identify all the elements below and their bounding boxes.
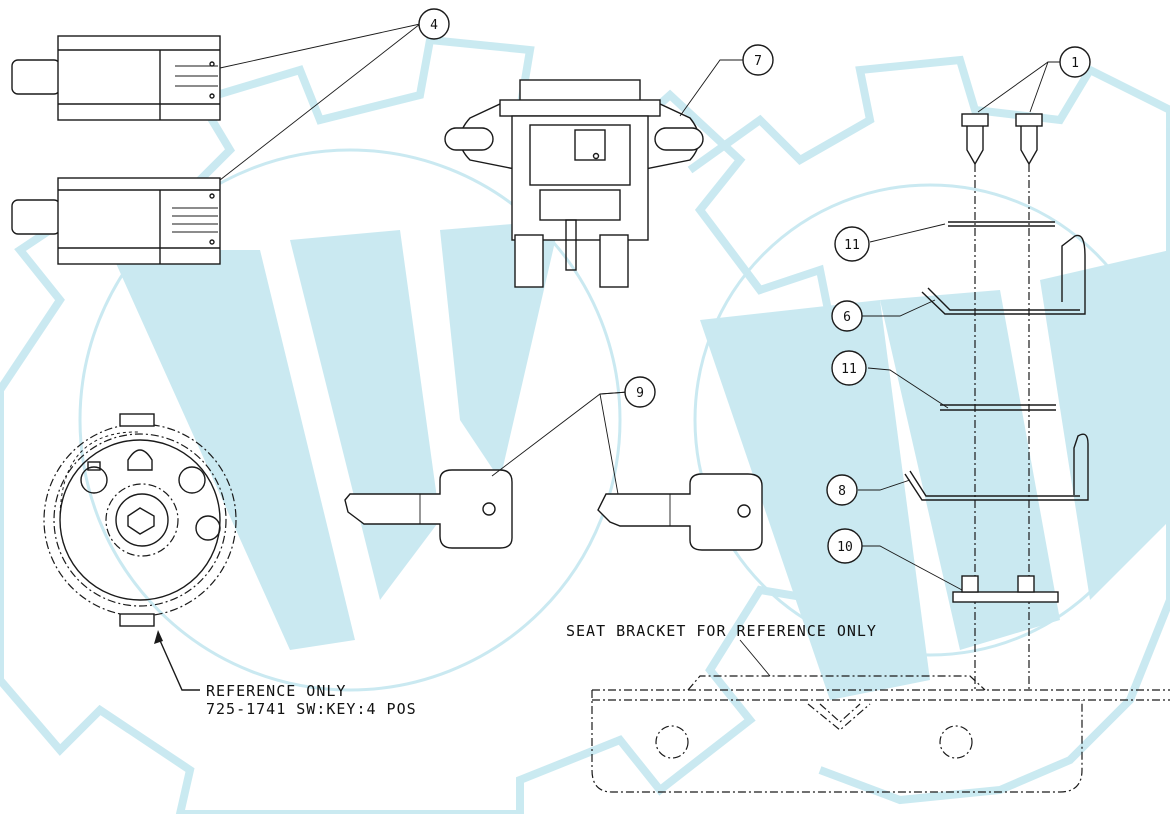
callout-9: 9 — [624, 376, 656, 408]
ignition-switch-reference — [43, 413, 237, 627]
callout-7-label: 7 — [754, 54, 762, 69]
switch-part-number-note: 725-1741 SW:KEY:4 POS — [206, 700, 417, 718]
reference-leader-arrow — [154, 630, 163, 644]
callout-1: 1 — [1059, 46, 1091, 78]
part-1-bolts — [961, 113, 1043, 166]
callout-8-label: 8 — [838, 484, 846, 499]
part-9-key-left — [344, 469, 513, 549]
part-6-spring — [921, 234, 1086, 315]
leader-lines — [219, 23, 1060, 591]
callout-1-label: 1 — [1071, 56, 1079, 71]
reference-leader — [157, 635, 200, 691]
callout-11-top: 11 — [834, 226, 870, 262]
callout-9-label: 9 — [636, 386, 644, 401]
watermark-logo — [0, 35, 1170, 814]
part-9-key-right — [597, 473, 763, 551]
seat-bracket-note: SEAT BRACKET FOR REFERENCE ONLY — [566, 622, 877, 640]
watermark-gear-right — [687, 55, 1170, 805]
part-8-spring — [904, 433, 1089, 501]
callout-10: 10 — [827, 528, 863, 564]
callout-8: 8 — [826, 474, 858, 506]
part-11-spacer-bottom — [940, 404, 1056, 411]
part-11-spacer-top — [948, 221, 1055, 227]
watermark-w-r2 — [880, 290, 1060, 650]
callout-11-top-label: 11 — [844, 238, 860, 253]
callout-10-label: 10 — [837, 540, 853, 555]
callout-4: 4 — [418, 8, 450, 40]
callout-6-label: 6 — [843, 310, 851, 325]
watermark-w-r3 — [1040, 250, 1170, 600]
reference-only-note: REFERENCE ONLY — [206, 682, 346, 700]
part-4-connector-top — [11, 35, 221, 121]
part-4-connector-bottom — [11, 177, 221, 265]
watermark-ring-left — [78, 148, 622, 692]
callout-11-bottom: 11 — [831, 350, 867, 386]
callout-11-bottom-label: 11 — [841, 362, 857, 377]
part-7-switch — [444, 79, 704, 288]
watermark-w-left — [110, 250, 355, 650]
seat-bracket-leader — [739, 639, 771, 677]
callout-6: 6 — [831, 300, 863, 332]
watermark-w-r1 — [700, 300, 930, 700]
part-10-nut-plate — [952, 575, 1059, 603]
callout-4-label: 4 — [430, 18, 438, 33]
callout-7: 7 — [742, 44, 774, 76]
seat-bracket — [591, 675, 1170, 793]
